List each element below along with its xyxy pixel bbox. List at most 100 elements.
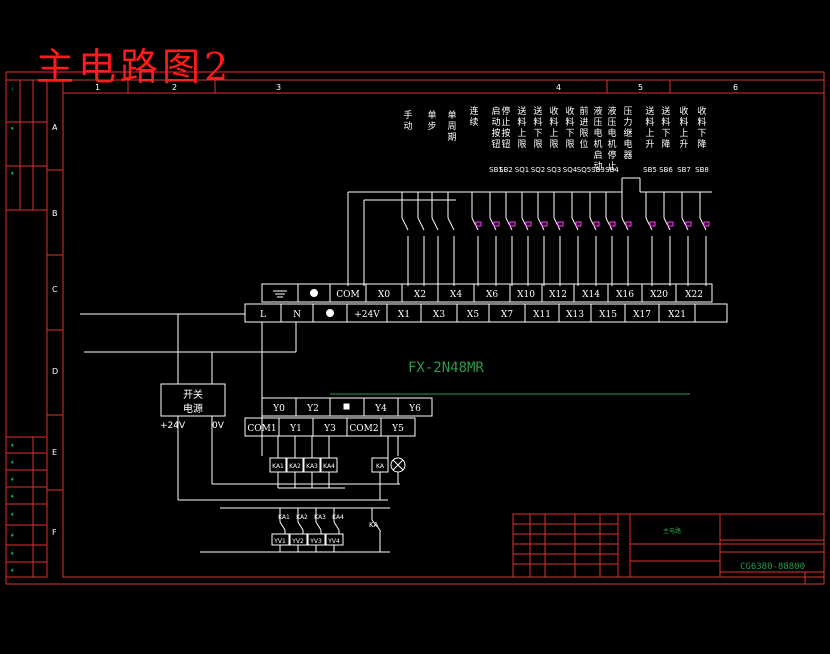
input-code: SB6 — [659, 166, 673, 174]
svg-text:继: 继 — [623, 127, 632, 139]
input-labels: 手动单步单周期连续启动按钮SB1停止按钮SB2送料上限SQ1送料下限SQ2收料上… — [403, 105, 708, 174]
svg-text:步: 步 — [427, 121, 436, 132]
svg-text:YV2: YV2 — [291, 538, 304, 545]
svg-text:KA1: KA1 — [272, 463, 284, 470]
relay-contact: KA1 — [278, 508, 290, 534]
plc-output-terminal: COM1 — [247, 424, 276, 434]
input-label: 单周期 — [447, 109, 456, 143]
svg-text:YV4: YV4 — [327, 538, 340, 545]
svg-text:停: 停 — [501, 105, 510, 117]
svg-text:按: 按 — [501, 127, 510, 139]
svg-text:液: 液 — [607, 105, 616, 117]
input-code: SB7 — [677, 166, 691, 174]
svg-text:收: 收 — [565, 105, 574, 117]
plc-input-terminal: X12 — [549, 290, 567, 300]
relay-contact: KA2 — [296, 508, 308, 534]
svg-text:手: 手 — [403, 109, 412, 121]
svg-text:周: 周 — [447, 121, 456, 132]
switch-contact — [645, 192, 656, 286]
plc-output-terminal: Y5 — [391, 424, 404, 434]
svg-text:升: 升 — [645, 139, 654, 150]
svg-text:♦: ♦ — [10, 512, 14, 518]
svg-text:单: 单 — [447, 109, 456, 121]
column-number: 6 — [733, 83, 738, 92]
input-code: SB5 — [643, 166, 657, 174]
indicator-lamp — [390, 457, 406, 484]
svg-text:KA4: KA4 — [332, 514, 344, 521]
plc-input-terminal: X17 — [633, 310, 651, 320]
plc-input-terminal: X22 — [685, 290, 703, 300]
svg-text:收: 收 — [679, 105, 688, 117]
row-letter: B — [52, 209, 58, 218]
svg-text:↓: ↓ — [10, 86, 14, 92]
left-strip-marks: ↓♦♦ ♦♦♦ ♦♦♦ ♦♦ — [10, 86, 14, 574]
plc-input-terminal: X0 — [378, 290, 390, 300]
svg-text:开关: 开关 — [183, 388, 203, 401]
svg-text:♦: ♦ — [10, 460, 14, 466]
svg-text:下: 下 — [661, 129, 670, 139]
svg-text:送: 送 — [661, 105, 670, 117]
switch-contact — [505, 192, 516, 286]
input-code: SB8 — [695, 166, 709, 174]
svg-text:料: 料 — [679, 116, 688, 128]
relay-coil: KA3 — [303, 457, 321, 488]
svg-text:压: 压 — [623, 106, 632, 117]
svg-text:电: 电 — [607, 127, 616, 139]
svg-text:送: 送 — [517, 105, 526, 117]
svg-text:升: 升 — [679, 139, 688, 150]
svg-text:♦: ♦ — [10, 494, 14, 500]
svg-text:机: 机 — [593, 138, 602, 150]
svg-text:启: 启 — [491, 105, 500, 117]
plc-input-terminal: X4 — [450, 290, 462, 300]
input-code: SQ4 — [563, 166, 578, 174]
svg-text:限: 限 — [579, 128, 588, 139]
plc-output-terminal: Y3 — [323, 424, 336, 434]
switch-contact — [663, 192, 674, 286]
plc-output-terminal: Y2 — [306, 404, 319, 414]
plc-input-terminal: X2 — [414, 290, 426, 300]
svg-text:料: 料 — [661, 116, 670, 128]
svg-text:电: 电 — [593, 127, 602, 139]
plc-output-terminal: Y4 — [374, 404, 387, 414]
switch-contact — [605, 192, 616, 286]
plc-input-terminal: X5 — [467, 310, 479, 320]
row-letter: D — [52, 367, 58, 376]
svg-text:料: 料 — [533, 116, 542, 128]
svg-text:动: 动 — [491, 117, 500, 128]
plc-input-terminal: X14 — [582, 290, 600, 300]
row-letter: F — [52, 528, 57, 537]
input-label: 手动 — [403, 109, 412, 132]
plc-input-terminal: X11 — [533, 310, 551, 320]
switch-contact — [447, 192, 455, 286]
relay-coil: KA4 — [320, 457, 338, 488]
svg-text:KA1: KA1 — [278, 514, 290, 521]
column-number: 3 — [276, 83, 281, 92]
svg-text:前: 前 — [579, 105, 588, 117]
svg-text:器: 器 — [623, 150, 632, 161]
input-code: SQ5 — [577, 166, 591, 174]
switch-contact — [681, 192, 692, 286]
svg-text:降: 降 — [661, 138, 670, 150]
svg-text:KA2: KA2 — [296, 514, 308, 521]
plc-input-terminal: L — [260, 310, 266, 320]
title-block-drawing-name: 主电路 — [663, 527, 681, 535]
svg-text:止: 止 — [607, 160, 616, 172]
plc-input-terminal: X13 — [566, 310, 584, 320]
svg-text:♦: ♦ — [10, 477, 14, 483]
plc-input-terminal: +24V — [354, 310, 380, 320]
plc-output-terminal: COM2 — [349, 424, 378, 434]
svg-text:按: 按 — [491, 127, 500, 139]
plc-model-label: FX-2N48MR — [408, 360, 484, 376]
svg-text:机: 机 — [607, 138, 616, 150]
solenoid-valve: YV4 — [325, 533, 344, 552]
column-number: 5 — [638, 83, 643, 92]
input-code: SQ1 — [515, 166, 529, 174]
svg-text:下: 下 — [565, 129, 574, 139]
